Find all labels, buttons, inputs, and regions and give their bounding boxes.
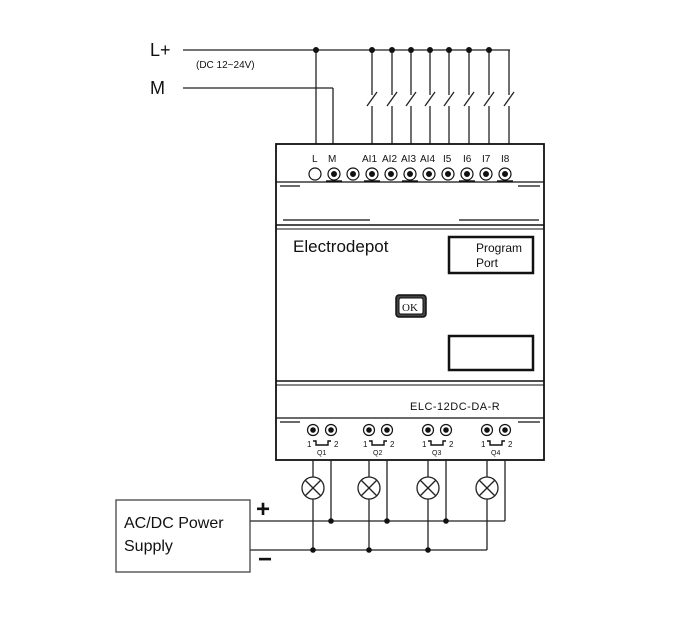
program-port: Program Port xyxy=(447,235,535,275)
q2-pin2: 2 xyxy=(390,440,395,449)
bus-junction-dots xyxy=(310,518,449,553)
output-wiring xyxy=(250,460,506,551)
q1-pin1: 1 xyxy=(307,440,312,449)
terminal-label-l: L xyxy=(312,154,318,165)
q1-label: Q1 xyxy=(317,450,326,457)
terminal-label-ai1: AI1 xyxy=(362,154,377,165)
q4-label: Q4 xyxy=(491,450,500,457)
terminal-label-ai3: AI3 xyxy=(401,154,416,165)
lamp-2 xyxy=(357,476,381,500)
q3-pin2: 2 xyxy=(449,440,454,449)
l-plus-label: L+ xyxy=(150,40,171,60)
svg-text:Program: Program xyxy=(476,241,522,255)
model-label: ELC-12DC-DA-R xyxy=(410,401,500,413)
q2-pin1: 1 xyxy=(363,440,368,449)
lamp-4 xyxy=(475,476,499,500)
brand-label: Electrodepot xyxy=(293,237,389,256)
minus-sign: − xyxy=(258,546,272,573)
svg-text:OK: OK xyxy=(402,302,418,314)
q4-pin2: 2 xyxy=(508,440,513,449)
power-supply-line2: Supply xyxy=(124,538,173,555)
output-terminals: 1 2 Q1 1 2 Q2 1 2 Q3 1 2 Q4 xyxy=(306,423,513,457)
plus-sign: + xyxy=(256,496,270,523)
terminal-label-ai2: AI2 xyxy=(382,154,397,165)
voltage-range-note: (DC 12~24V) xyxy=(196,60,255,71)
input-switches xyxy=(366,50,515,144)
m-label: M xyxy=(150,78,165,98)
q1-pin2: 2 xyxy=(334,440,339,449)
top-terminal-labels: L M AI1 AI2 AI3 AI4 I5 I6 I7 I8 xyxy=(312,154,510,165)
terminal-label-ai4: AI4 xyxy=(420,154,435,165)
svg-text:Port: Port xyxy=(476,256,499,270)
q3-pin1: 1 xyxy=(422,440,427,449)
power-supply: AC/DC Power Supply xyxy=(115,499,251,573)
terminal-label-i8: I8 xyxy=(501,154,510,165)
lamp-1 xyxy=(301,476,325,500)
lcd-display xyxy=(447,334,535,372)
terminal-label-i7: I7 xyxy=(482,154,491,165)
terminal-label-i5: I5 xyxy=(443,154,452,165)
terminal-label-i6: I6 xyxy=(463,154,472,165)
terminal-label-m: M xyxy=(328,154,336,165)
lamps xyxy=(301,476,499,500)
top-terminal-screws xyxy=(308,167,512,181)
q2-label: Q2 xyxy=(373,450,382,457)
power-supply-line1: AC/DC Power xyxy=(124,515,224,532)
q4-pin1: 1 xyxy=(481,440,486,449)
ok-button[interactable]: OK xyxy=(395,294,427,318)
junction-dots xyxy=(313,47,492,53)
q3-label: Q3 xyxy=(432,450,441,457)
lamp-3 xyxy=(416,476,440,500)
